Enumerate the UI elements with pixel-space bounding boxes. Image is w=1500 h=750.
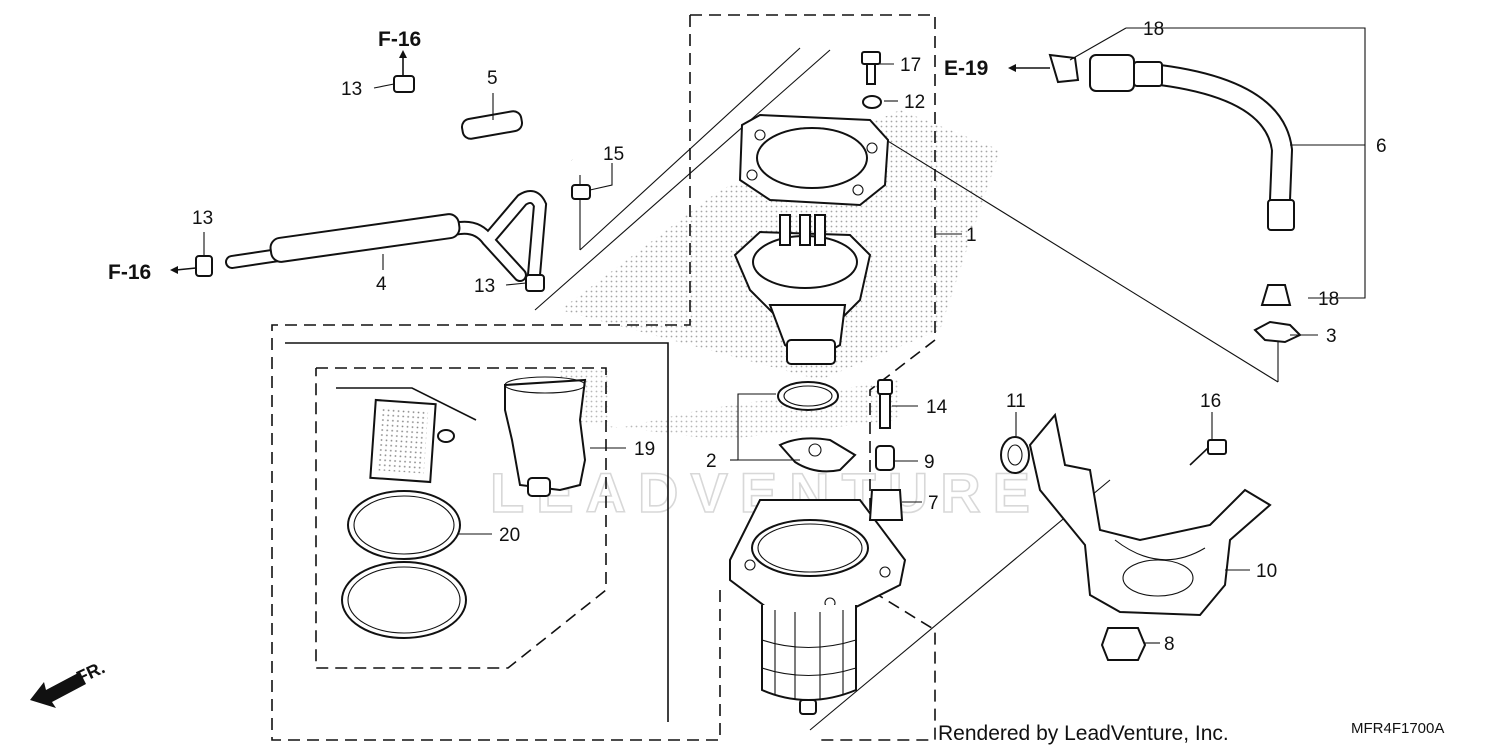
gasket-kit-20 — [341, 398, 467, 639]
hose-clip — [393, 75, 415, 93]
callout-13-top: 13 — [341, 79, 362, 100]
callout-5: 5 — [487, 68, 498, 89]
pump-kit-group-outline — [271, 15, 721, 741]
regulator-port — [808, 443, 822, 457]
ref-arrow-f16-left — [175, 267, 197, 271]
connector-3 — [1253, 320, 1302, 344]
bolt-14 — [877, 379, 893, 429]
clip-18-upper — [1048, 53, 1080, 84]
guide-line — [809, 479, 1111, 731]
ref-label-f16-top: F-16 — [378, 28, 421, 51]
callout-7: 7 — [928, 493, 939, 514]
fuel-hose-lower — [225, 190, 548, 282]
seal-kit-group-outline — [315, 367, 607, 669]
callout-10: 10 — [1256, 561, 1277, 582]
bolt-17 — [861, 51, 881, 85]
callout-2: 2 — [706, 451, 717, 472]
o-ring — [777, 381, 839, 411]
bolt-16 — [1189, 439, 1227, 466]
o-ring-inner — [783, 385, 833, 407]
callout-17: 17 — [900, 55, 921, 76]
front-direction-arrow: FR. — [30, 657, 108, 708]
ref-label-e19: E-19 — [944, 57, 988, 80]
callout-18-top: 18 — [1143, 19, 1164, 40]
fuel-hose-6 — [1089, 54, 1295, 231]
hose-clip-15 — [571, 184, 591, 200]
ref-label-f16-left: F-16 — [108, 261, 151, 284]
callout-20: 20 — [499, 525, 520, 546]
nut-8 — [1100, 627, 1147, 661]
callout-6: 6 — [1376, 136, 1387, 157]
guide-line — [869, 129, 1279, 383]
callout-18-bottom: 18 — [1318, 289, 1339, 310]
fuel-hose-upper — [392, 105, 575, 161]
fuel-pump-unit — [733, 113, 890, 365]
guide-line — [579, 47, 801, 251]
callout-13-left: 13 — [192, 208, 213, 229]
clip-18-lower — [1260, 284, 1292, 306]
callout-1: 1 — [966, 225, 977, 246]
callout-19: 19 — [634, 439, 655, 460]
hose-clip — [195, 255, 213, 277]
callout-16: 16 — [1200, 391, 1221, 412]
render-credit: Rendered by LeadVenture, Inc. — [938, 722, 1229, 745]
callout-3: 3 — [1326, 326, 1337, 347]
hose-clip — [525, 274, 545, 292]
filter-cage-19 — [504, 376, 587, 497]
fuel-strainer-assembly — [729, 499, 907, 715]
callout-4: 4 — [376, 274, 387, 295]
diagram-code: MFR4F1700A — [1351, 720, 1444, 737]
kit-bracket-line — [285, 342, 669, 722]
washer-12 — [862, 95, 882, 109]
stipple-shading-lower — [560, 370, 900, 440]
pump-assembly-group-outline — [690, 14, 936, 741]
callout-14: 14 — [926, 397, 948, 418]
callout-8: 8 — [1164, 634, 1175, 655]
callout-13-mid: 13 — [474, 276, 495, 297]
leader-lines — [203, 27, 1366, 644]
callout-15: 15 — [603, 144, 624, 165]
callout-11: 11 — [1006, 391, 1026, 412]
seal-kit-bracket — [336, 387, 477, 421]
callout-12: 12 — [904, 92, 925, 113]
callout-9: 9 — [924, 452, 935, 473]
grommet-11 — [1000, 436, 1030, 474]
guide-line — [534, 49, 831, 311]
grommet-7 — [868, 489, 904, 521]
bracket-10 — [1028, 412, 1272, 617]
collar-9 — [875, 445, 895, 471]
